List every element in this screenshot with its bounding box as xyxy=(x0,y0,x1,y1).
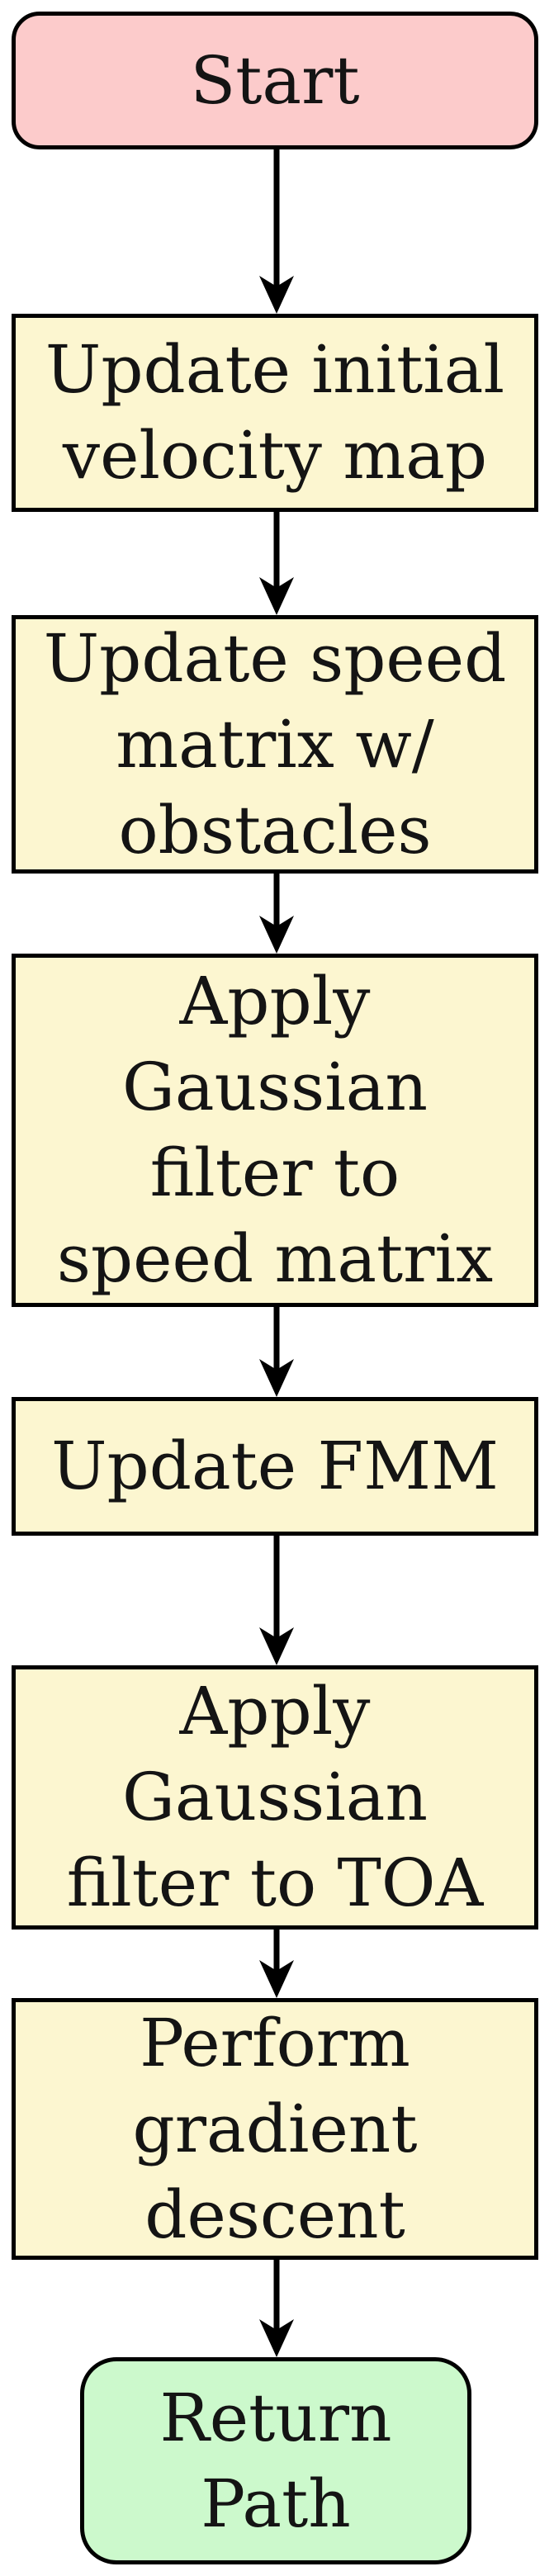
node-label-line: Update speed xyxy=(43,619,507,697)
arrow-down-icon xyxy=(259,149,294,314)
node-label-line: obstacles xyxy=(118,791,432,869)
node-label-line: Perform xyxy=(140,2004,410,2081)
arrow-down-icon xyxy=(259,1930,294,1998)
flow-node-gaussian-filter-toa: Apply Gaussian filter to TOA xyxy=(12,1665,538,1930)
flow-node-start: Start xyxy=(12,12,538,149)
node-label-line: matrix w/ xyxy=(116,705,434,783)
arrow-down-icon xyxy=(259,1307,294,1397)
node-label-line: descent xyxy=(144,2176,405,2253)
node-label-line: gradient xyxy=(132,2090,418,2167)
node-label-line: Apply xyxy=(179,1673,371,1750)
arrow-down-icon xyxy=(259,1536,294,1665)
flow-node-gradient-descent: Perform gradient descent xyxy=(12,1998,538,2260)
flow-node-gaussian-filter-speed-matrix: Apply Gaussian filter to speed matrix xyxy=(12,954,538,1307)
flow-node-update-speed-matrix: Update speed matrix w/ obstacles xyxy=(12,615,538,874)
node-label-line: Update initial xyxy=(45,331,505,408)
flow-node-update-fmm: Update FMM xyxy=(12,1397,538,1536)
node-label-line: Start xyxy=(190,41,360,119)
node-label-line: Update FMM xyxy=(51,1428,499,1504)
flow-node-return-path: Return Path xyxy=(80,2357,471,2564)
node-label-line: Return xyxy=(159,2379,392,2456)
flow-node-update-initial-velocity-map: Update initial velocity map xyxy=(12,314,538,512)
node-label-line: filter to xyxy=(149,1134,400,1211)
node-label-line: Gaussian xyxy=(121,1759,429,1835)
node-label-line: Apply xyxy=(179,963,371,1039)
node-label-line: Gaussian xyxy=(121,1049,429,1125)
node-label-line: filter to TOA xyxy=(66,1844,484,1921)
node-label-line: speed matrix xyxy=(56,1220,494,1297)
node-label-line: Path xyxy=(201,2465,351,2542)
node-label-line: velocity map xyxy=(62,417,488,494)
arrow-down-icon xyxy=(259,874,294,954)
arrow-down-icon xyxy=(259,512,294,615)
arrow-down-icon xyxy=(259,2260,294,2357)
